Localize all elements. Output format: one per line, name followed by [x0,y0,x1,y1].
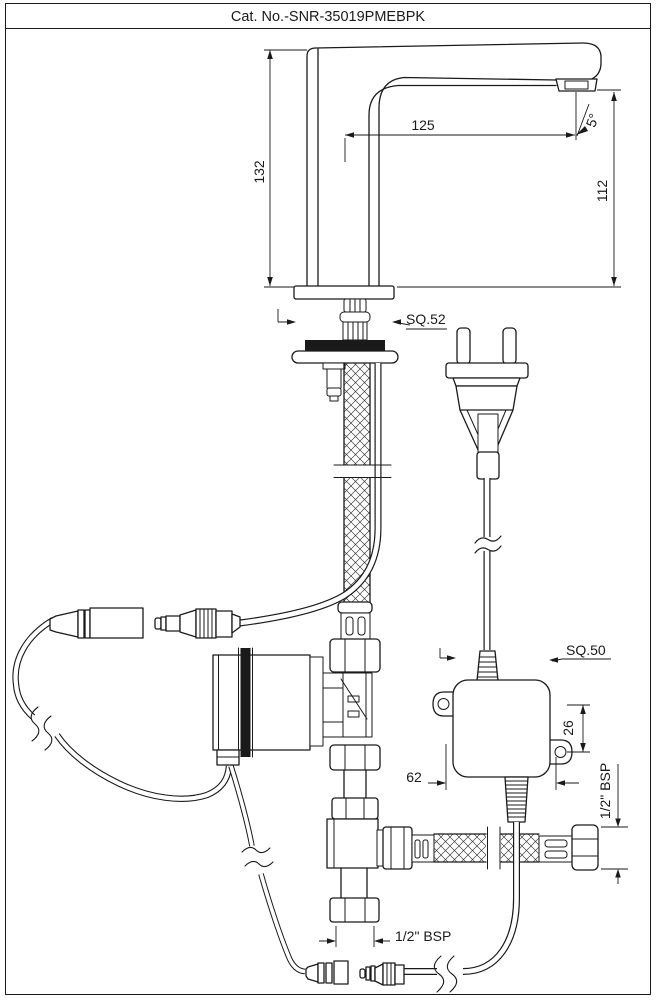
sensor-cable [239,363,382,627]
drawing-frame [5,3,651,995]
jack-tip [154,617,162,630]
dim-ear-offset: 26 [560,704,590,753]
tee-body [326,818,379,869]
branch-coupling [382,826,413,870]
plug-pin [502,327,517,365]
power-connector-male [359,962,405,986]
power-plug [445,327,529,480]
threaded-outlet [504,776,529,823]
hose-break-horizontal [487,826,501,870]
control-box [432,650,573,823]
inlet-nut-bottom [329,897,380,923]
solenoid-lead-wire [228,765,306,975]
dim-label-bsp-right: 1/2" BSP [597,763,613,819]
dim-faucet-height: 132 [251,49,307,288]
jack-tip [359,968,366,979]
aerator [555,78,598,92]
dim-label-62: 62 [406,769,422,785]
dim-label-125: 125 [411,117,435,133]
solenoid-valve [212,647,373,758]
sensor-connector-male [154,608,241,639]
dim-thread-right: 1/2" BSP [597,763,628,884]
dim-label-sq50: SQ.50 [566,642,606,658]
dim-label-26: 26 [560,720,576,736]
dim-outlet-height: 112 [397,89,621,288]
valve-bracket [322,672,373,738]
dim-label-112: 112 [594,180,610,203]
dim-base-square: SQ.52 [277,309,447,330]
gasket-washer [305,340,385,351]
hose-break-vertical [333,464,392,478]
dim-thread-bottom: 1/2" BSP [319,926,451,947]
hose-nut-top [329,638,381,673]
hose-nut-right [571,824,599,871]
dim-box-square: SQ.50 [439,642,611,663]
counter-plate [291,350,399,364]
sensor-connector-female [49,607,144,639]
hose-ferrule-right [538,835,573,863]
inlet-hose-horizontal [411,824,599,871]
solenoid-connector [216,749,240,766]
faucet [306,42,602,288]
dim-box-width: 62 [406,744,579,790]
cord-strain-relief [476,451,500,480]
plug-pin [456,327,471,365]
supply-hose-vertical [329,362,381,673]
mounting-hole [554,746,567,758]
valve-piping [326,744,413,923]
power-connector-female [305,960,349,985]
hose-ferrule-top [337,601,373,640]
dim-label-sq52: SQ.52 [406,311,446,327]
faucet-base [291,285,399,402]
mounting-stud [322,362,346,402]
catalog-number: Cat. No.-SNR-35019PMEBPK [231,9,426,25]
dim-label-bsp-bottom: 1/2" BSP [395,928,451,944]
dim-spout-reach: 125 [344,92,577,162]
coil-band [240,648,251,757]
mounting-hole [437,698,450,710]
cord-break-marks [30,535,502,993]
sensor-extension-cable [12,617,233,802]
solenoid-coil [212,654,311,751]
dim-label-132: 132 [251,160,267,184]
dim-spout-angle: 5° [576,103,602,137]
hose-ferrule-left [411,834,435,863]
dim-label-5deg: 5° [582,111,602,129]
control-box-cable [404,822,520,975]
